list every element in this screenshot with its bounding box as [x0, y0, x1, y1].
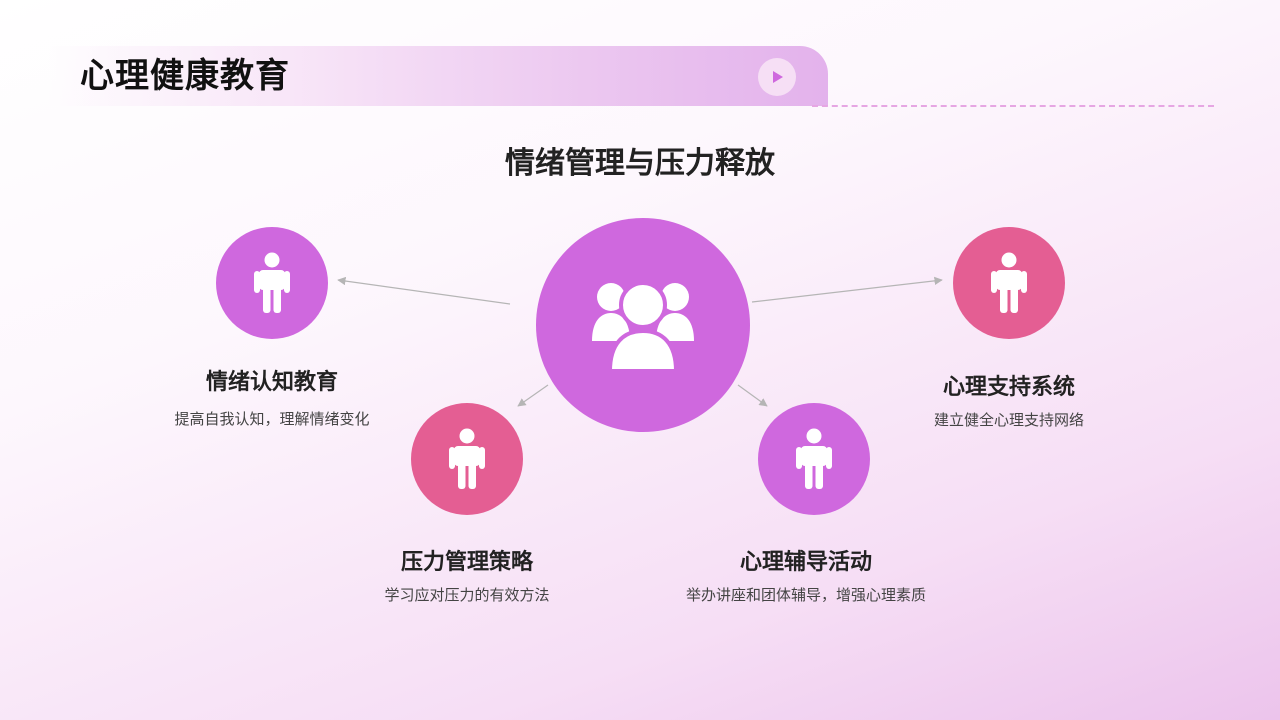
node-support-desc: 建立健全心理支持网络 — [933, 411, 1084, 429]
group-icon — [592, 281, 694, 373]
connector-to-support — [751, 276, 943, 303]
node-support-circle — [953, 227, 1065, 339]
center-hub — [536, 218, 750, 432]
person-icon — [254, 252, 290, 313]
person-icon — [796, 428, 832, 489]
header-banner — [48, 46, 828, 106]
section-title: 情绪管理与压力释放 — [505, 146, 775, 181]
node-activities-desc: 举办讲座和团体辅导，增强心理素质 — [686, 586, 927, 604]
node-stress-desc: 学习应对压力的有效方法 — [384, 586, 550, 604]
person-icon — [991, 252, 1027, 313]
node-activities-circle — [758, 403, 870, 515]
node-stress-title: 压力管理策略 — [400, 550, 533, 575]
page-title: 心理健康教育 — [80, 56, 290, 96]
person-icon — [449, 428, 485, 489]
node-support-title: 心理支持系统 — [942, 375, 1075, 400]
node-stress-circle — [411, 403, 523, 515]
header-divider — [812, 105, 1214, 107]
node-emotion-circle — [216, 227, 328, 339]
connector-to-emotion — [337, 276, 511, 305]
play-icon — [773, 71, 783, 83]
connector-to-stress — [517, 384, 549, 407]
node-emotion-title: 情绪认知教育 — [205, 370, 338, 395]
node-emotion-desc: 提高自我认知，理解情绪变化 — [174, 410, 370, 428]
connector-to-activities — [737, 384, 768, 407]
node-activities-title: 心理辅导活动 — [739, 550, 872, 575]
play-button[interactable] — [758, 58, 796, 96]
